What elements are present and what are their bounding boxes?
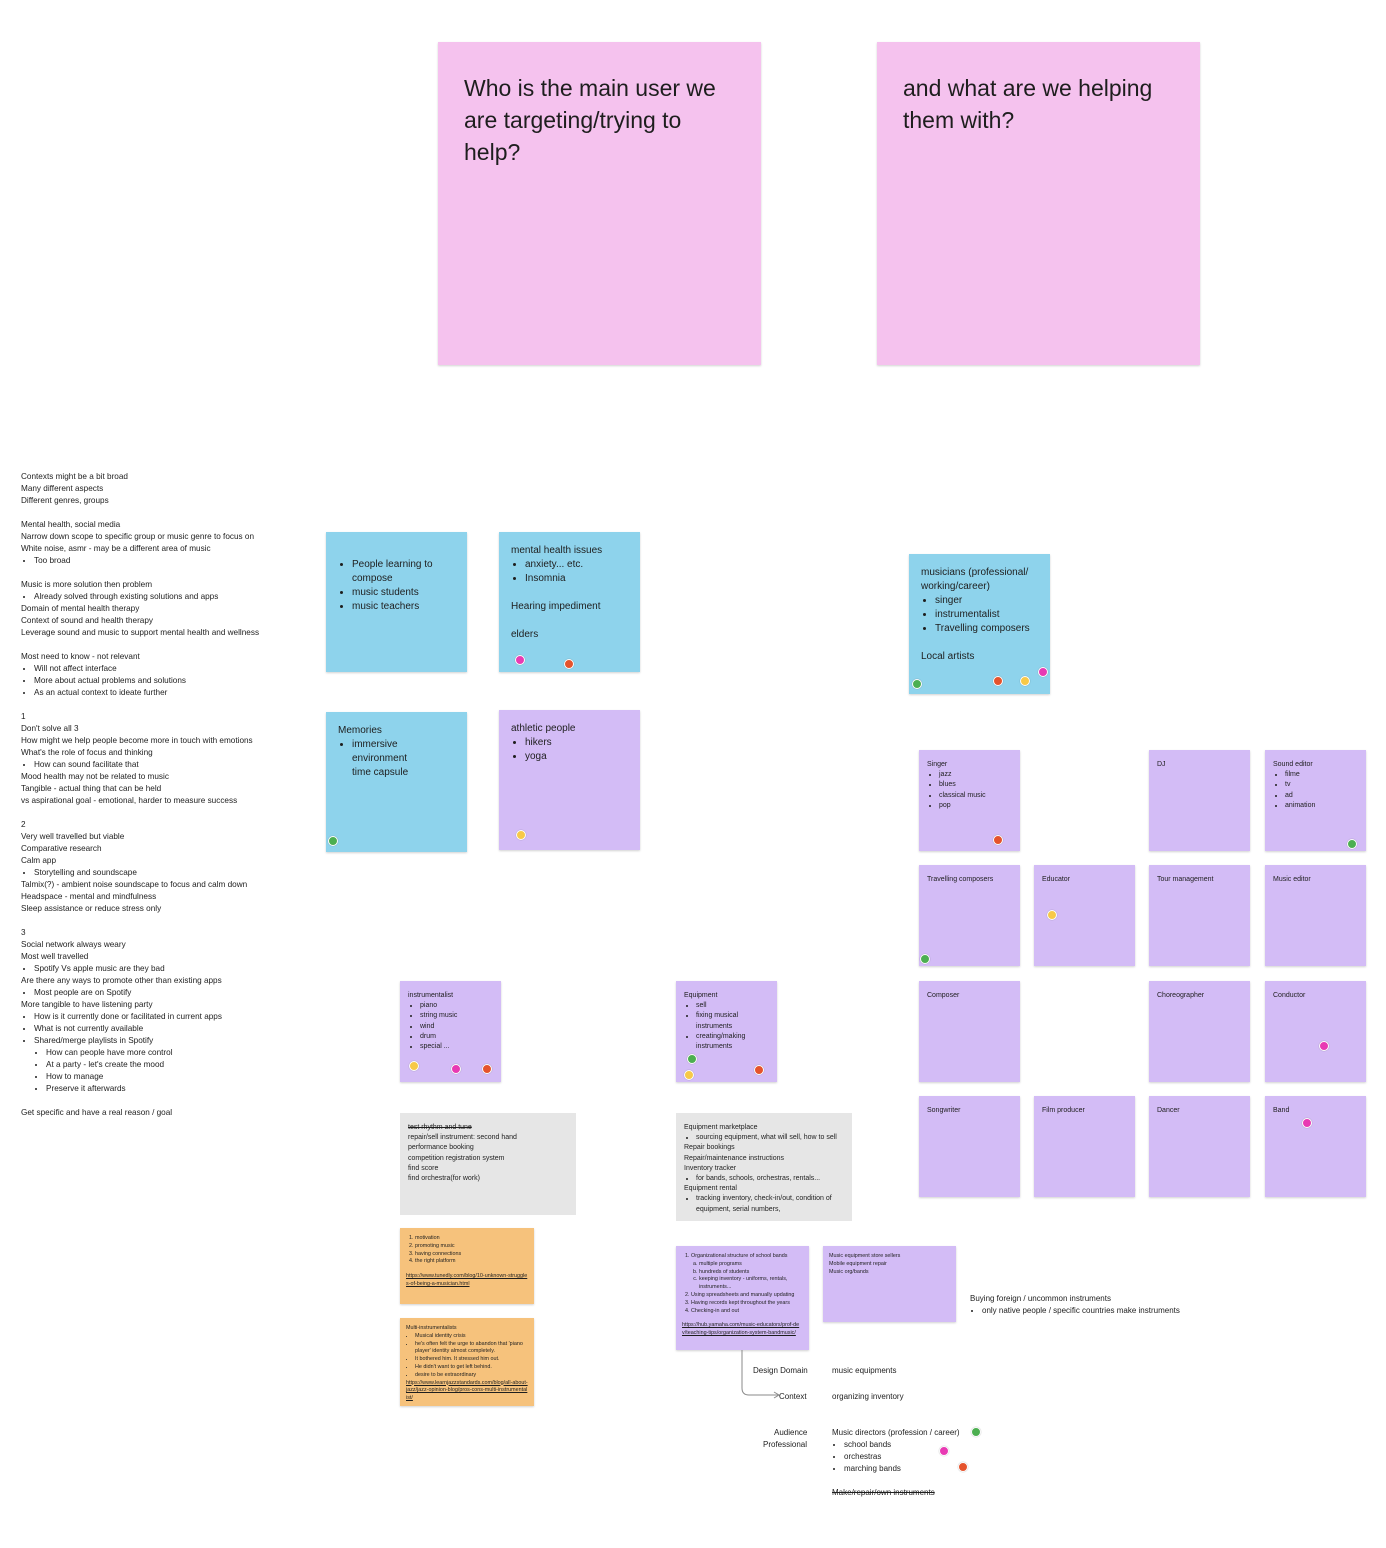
sticky-ideas-equipment[interactable]: Equipment marketplace sourcing equipment… xyxy=(676,1113,852,1221)
sticky-ideas-instrument[interactable]: test rhythm and tune repair/sell instrum… xyxy=(400,1113,576,1215)
sticky-dancer[interactable]: Dancer xyxy=(1149,1096,1250,1197)
sticky-compose[interactable]: People learning to compose music student… xyxy=(326,532,467,672)
sticky-composer[interactable]: Composer xyxy=(919,981,1020,1082)
sticky-educator[interactable]: Educator xyxy=(1034,865,1135,966)
vote-dot-icon xyxy=(328,836,338,846)
vote-dot-icon xyxy=(754,1065,764,1075)
sticky-tour-management[interactable]: Tour management xyxy=(1149,865,1250,966)
vote-dot-icon xyxy=(1020,676,1030,686)
note-foreign-instruments[interactable]: Buying foreign / uncommon instruments on… xyxy=(970,1293,1230,1317)
notes-block-8: Get specific and have a real reason / go… xyxy=(21,1108,173,1117)
sticky-musicians[interactable]: musicians (professional/ working/career)… xyxy=(909,554,1050,694)
notes-block-3: Music is more solution then problem Alre… xyxy=(21,579,301,639)
vote-dot-icon xyxy=(1047,910,1057,920)
sticky-athletic[interactable]: athletic people hikers yoga xyxy=(499,710,640,850)
sticky-conductor[interactable]: Conductor xyxy=(1265,981,1366,1082)
sticky-music-editor[interactable]: Music editor xyxy=(1265,865,1366,966)
question-sticky-what[interactable]: and what are we helping them with? xyxy=(877,42,1200,365)
vote-dot-icon xyxy=(684,1070,694,1080)
vote-dot-icon xyxy=(482,1064,492,1074)
notes-block-5: 1 Don't solve all 3 How might we help pe… xyxy=(21,711,301,807)
vote-dot-icon xyxy=(515,655,525,665)
context-value: organizing inventory xyxy=(832,1392,904,1401)
notes-block-2: Mental health, social media Narrow down … xyxy=(21,519,301,567)
sticky-instrumentalist[interactable]: instrumentalist piano string music wind … xyxy=(400,981,501,1082)
vote-dot-icon xyxy=(516,830,526,840)
make-repair-strike: Make/repair/own instruments xyxy=(832,1488,935,1497)
vote-dot-icon xyxy=(912,679,922,689)
sticky-store-sellers[interactable]: Music equipment store sellers Mobile equ… xyxy=(823,1246,956,1322)
vote-dot-icon xyxy=(993,835,1003,845)
sticky-songwriter[interactable]: Songwriter xyxy=(919,1096,1020,1197)
notes-block-6: 2 Very well travelled but viable Compara… xyxy=(21,819,301,915)
vote-dot-icon xyxy=(564,659,574,669)
notes-block-7: 3 Social network always weary Most well … xyxy=(21,927,301,1095)
sticky-equipment[interactable]: Equipment sell fixing musical instrument… xyxy=(676,981,777,1082)
sticky-band[interactable]: Band xyxy=(1265,1096,1366,1197)
sticky-mental-health[interactable]: mental health issues anxiety... etc. Ins… xyxy=(499,532,640,672)
vote-dot-icon xyxy=(939,1446,949,1456)
vote-dot-icon xyxy=(1302,1118,1312,1128)
notes-block-4: Most need to know - not relevant Will no… xyxy=(21,651,301,699)
sticky-singer[interactable]: Singer jazz blues classical music pop xyxy=(919,750,1020,851)
audience-label: Audience xyxy=(774,1428,808,1437)
sticky-multi-instrumentalists[interactable]: Multi-instrumentalists Musical identity … xyxy=(400,1318,534,1406)
reference-link[interactable]: https://hub.yamaha.com/music-educators/p… xyxy=(682,1322,800,1337)
vote-dot-icon xyxy=(971,1427,981,1437)
sticky-memories[interactable]: Memories immersive environment time caps… xyxy=(326,712,467,852)
design-domain-label: Design Domain xyxy=(753,1366,808,1375)
audience-value[interactable]: Music directors (profession / career) sc… xyxy=(832,1427,982,1475)
sticky-dj[interactable]: DJ xyxy=(1149,750,1250,851)
professional-label: Professional xyxy=(763,1440,808,1449)
question-sticky-who[interactable]: Who is the main user we are targeting/tr… xyxy=(438,42,761,365)
vote-dot-icon xyxy=(1038,667,1048,677)
sticky-choreographer[interactable]: Choreographer xyxy=(1149,981,1250,1082)
question-text: and what are we helping them with? xyxy=(903,75,1153,133)
design-domain-value: music equipments xyxy=(832,1366,897,1375)
vote-dot-icon xyxy=(1319,1041,1329,1051)
vote-dot-icon xyxy=(409,1061,419,1071)
sticky-sound-editor[interactable]: Sound editor filme tv ad animation xyxy=(1265,750,1366,851)
context-label: Context xyxy=(779,1392,807,1401)
sticky-musician-struggles[interactable]: motivation promoting music having connec… xyxy=(400,1228,534,1304)
vote-dot-icon xyxy=(920,954,930,964)
connector-arrow xyxy=(741,1350,780,1399)
vote-dot-icon xyxy=(451,1064,461,1074)
question-text: Who is the main user we are targeting/tr… xyxy=(464,75,716,165)
reference-link[interactable]: https://www.learnjazzstandards.com/blog/… xyxy=(406,1379,528,1402)
notes-block-1: Contexts might be a bit broad Many diffe… xyxy=(21,472,128,505)
vote-dot-icon xyxy=(687,1054,697,1064)
sticky-film-producer[interactable]: Film producer xyxy=(1034,1096,1135,1197)
vote-dot-icon xyxy=(958,1462,968,1472)
reference-link[interactable]: https://www.tunedly.com/blog/10-unknown-… xyxy=(406,1273,528,1287)
meeting-notes[interactable]: Contexts might be a bit broad Many diffe… xyxy=(21,471,301,1119)
vote-dot-icon xyxy=(1347,839,1357,849)
vote-dot-icon xyxy=(993,676,1003,686)
sticky-school-bands[interactable]: Organizational structure of school bands… xyxy=(676,1246,809,1350)
sticky-travelling-composers[interactable]: Travelling composers xyxy=(919,865,1020,966)
